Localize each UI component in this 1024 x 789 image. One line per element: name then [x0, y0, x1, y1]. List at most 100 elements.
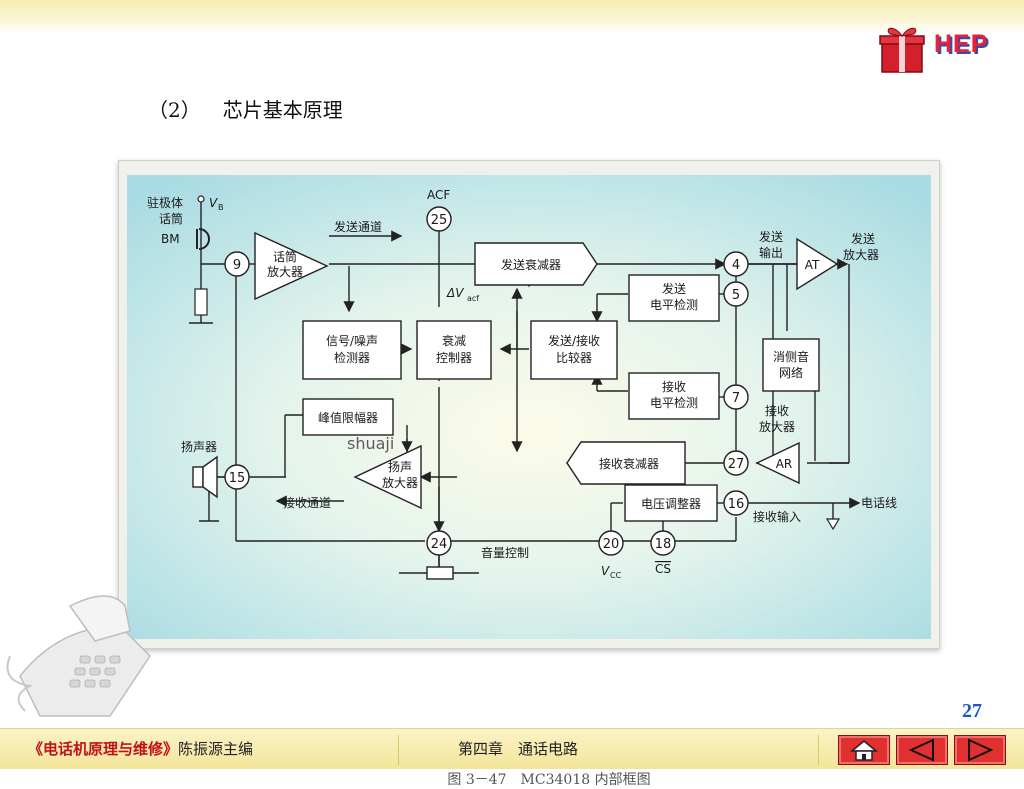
- pin-7: [723, 384, 749, 410]
- speaker-symbol: [192, 455, 225, 522]
- diagram-labels: 驻极体 话筒 V B BM ACF 发送通道 ΔV acf 发送 输出 发送 放…: [147, 188, 897, 580]
- block-label: 电平检测: [650, 297, 698, 312]
- rx-amp-label: 放大器: [759, 419, 795, 434]
- tx-path-label: 发送通道: [334, 219, 382, 234]
- volume-potentiometer: [426, 555, 454, 580]
- block-label: 发送: [662, 281, 686, 296]
- voltage-regulator-block: [624, 484, 718, 522]
- block-label: 接收: [662, 379, 686, 394]
- ar-amplifier-block: [755, 441, 800, 485]
- watermark: shuaji: [347, 434, 394, 453]
- pin-number: 15: [229, 471, 246, 486]
- page-heading: （2） 芯片基本原理: [148, 94, 343, 123]
- gift-box-icon: [879, 27, 925, 73]
- delta-label: ΔV: [446, 286, 464, 300]
- rx-attenuator-block: [566, 441, 686, 485]
- block-label: 控制器: [436, 351, 472, 365]
- pin-numbers: 25 9 4 5 7 27 16 15 24 20 18: [229, 213, 745, 552]
- attenuation-controller-block: [416, 320, 492, 380]
- pin-number: 5: [732, 288, 740, 303]
- blocks: [254, 231, 839, 522]
- pin-number: 4: [732, 258, 740, 273]
- acf-label: ACF: [427, 188, 450, 202]
- heading-title: 芯片基本原理: [222, 98, 343, 122]
- electret-mic-symbol: [189, 195, 213, 324]
- peak-limiter-block: [302, 398, 394, 436]
- at-amplifier-block: [796, 237, 839, 291]
- book-title: 《电话机原理与维修》: [28, 740, 179, 758]
- block-label: 话筒: [273, 249, 297, 264]
- tx-out-label: 发送: [759, 229, 783, 244]
- rx-amp-label: 接收: [765, 403, 789, 418]
- block-label: 发送/接收: [548, 333, 600, 348]
- tx-amp-label: 发送: [851, 231, 875, 246]
- speaker-label: 扬声器: [181, 439, 217, 454]
- footer-book: 《电话机原理与维修》陈振源主编: [28, 729, 253, 769]
- tx-out-label: 输出: [759, 245, 783, 260]
- pin-9: [224, 251, 250, 277]
- pin-5: [723, 281, 749, 307]
- home-icon: [849, 740, 879, 761]
- pin-4: [723, 251, 749, 277]
- block-label: 放大器: [267, 264, 303, 279]
- vb-subscript: B: [218, 203, 224, 212]
- pin-25: [426, 206, 452, 232]
- speaker-amplifier-block: [353, 444, 422, 510]
- chapter-title: 第四章 通话电路: [458, 740, 579, 758]
- block-label: 消侧音: [773, 349, 809, 364]
- footer-divider: [818, 735, 819, 765]
- noise-detector-block: [302, 320, 402, 380]
- pin-20: [598, 530, 624, 556]
- mc34018-block-diagram: shuaji: [127, 175, 931, 639]
- pin-number: 7: [732, 391, 740, 406]
- mic-label: 话筒: [159, 211, 183, 226]
- bm-label: BM: [161, 232, 180, 246]
- delta-subscript: acf: [467, 294, 479, 303]
- comparator-block: [530, 320, 618, 380]
- block-label: AT: [805, 258, 820, 272]
- volume-label: 音量控制: [481, 545, 529, 560]
- block-label: 比较器: [556, 350, 592, 365]
- block-label: 网络: [779, 365, 803, 380]
- diagram-caption: 图 3－47 MC34018 内部框图: [447, 772, 651, 788]
- tx-level-detector-block: [628, 274, 720, 322]
- ground-symbol: [825, 518, 841, 531]
- block-labels: 话筒 放大器 发送衰减器 发送 电平检测 信号/噪声 检测器 衰减 控制器 发送…: [267, 249, 820, 511]
- tx-amp-label: 放大器: [843, 247, 879, 262]
- rx-in-label: 接收输入: [753, 509, 801, 524]
- book-editor: 陈振源主编: [178, 740, 254, 758]
- pin-number: 27: [728, 457, 745, 472]
- hep-logo: [879, 27, 925, 73]
- pin-number: 25: [431, 213, 448, 228]
- home-button[interactable]: [838, 735, 890, 765]
- block-label: 放大器: [382, 475, 418, 490]
- pin-number: 18: [655, 537, 672, 552]
- pin-circles: [224, 206, 749, 556]
- mic-amplifier-block: [254, 231, 329, 301]
- header-band: [0, 0, 1024, 34]
- tx-attenuator-block: [474, 242, 598, 286]
- telephone-illustration: [6, 595, 151, 717]
- sidetone-network-block: [762, 338, 820, 392]
- next-page-button[interactable]: [954, 735, 1006, 765]
- vb-label: V: [209, 196, 218, 210]
- rx-path-label: 接收通道: [283, 495, 331, 510]
- block-label: 扬声: [388, 459, 412, 474]
- cs-label: CS: [655, 562, 671, 576]
- phone-line-label: 电话线: [861, 496, 897, 510]
- block-label: 接收衰减器: [599, 456, 659, 471]
- block-label: AR: [776, 457, 793, 471]
- block-label: 发送衰减器: [501, 257, 561, 272]
- pin-number: 20: [603, 537, 620, 552]
- next-arrow-icon: [968, 738, 994, 762]
- heading-number: （2）: [148, 98, 201, 122]
- vcc-label: V: [601, 564, 610, 578]
- diagram-frame: shuaji: [118, 160, 940, 788]
- prev-arrow-icon: [908, 738, 934, 762]
- previous-page-button[interactable]: [896, 735, 948, 765]
- block-label: 电平检测: [650, 395, 698, 410]
- pin-18: [650, 530, 676, 556]
- pin-16: [723, 490, 749, 516]
- block-label: 峰值限幅器: [318, 410, 378, 425]
- rx-level-detector-block: [628, 372, 720, 420]
